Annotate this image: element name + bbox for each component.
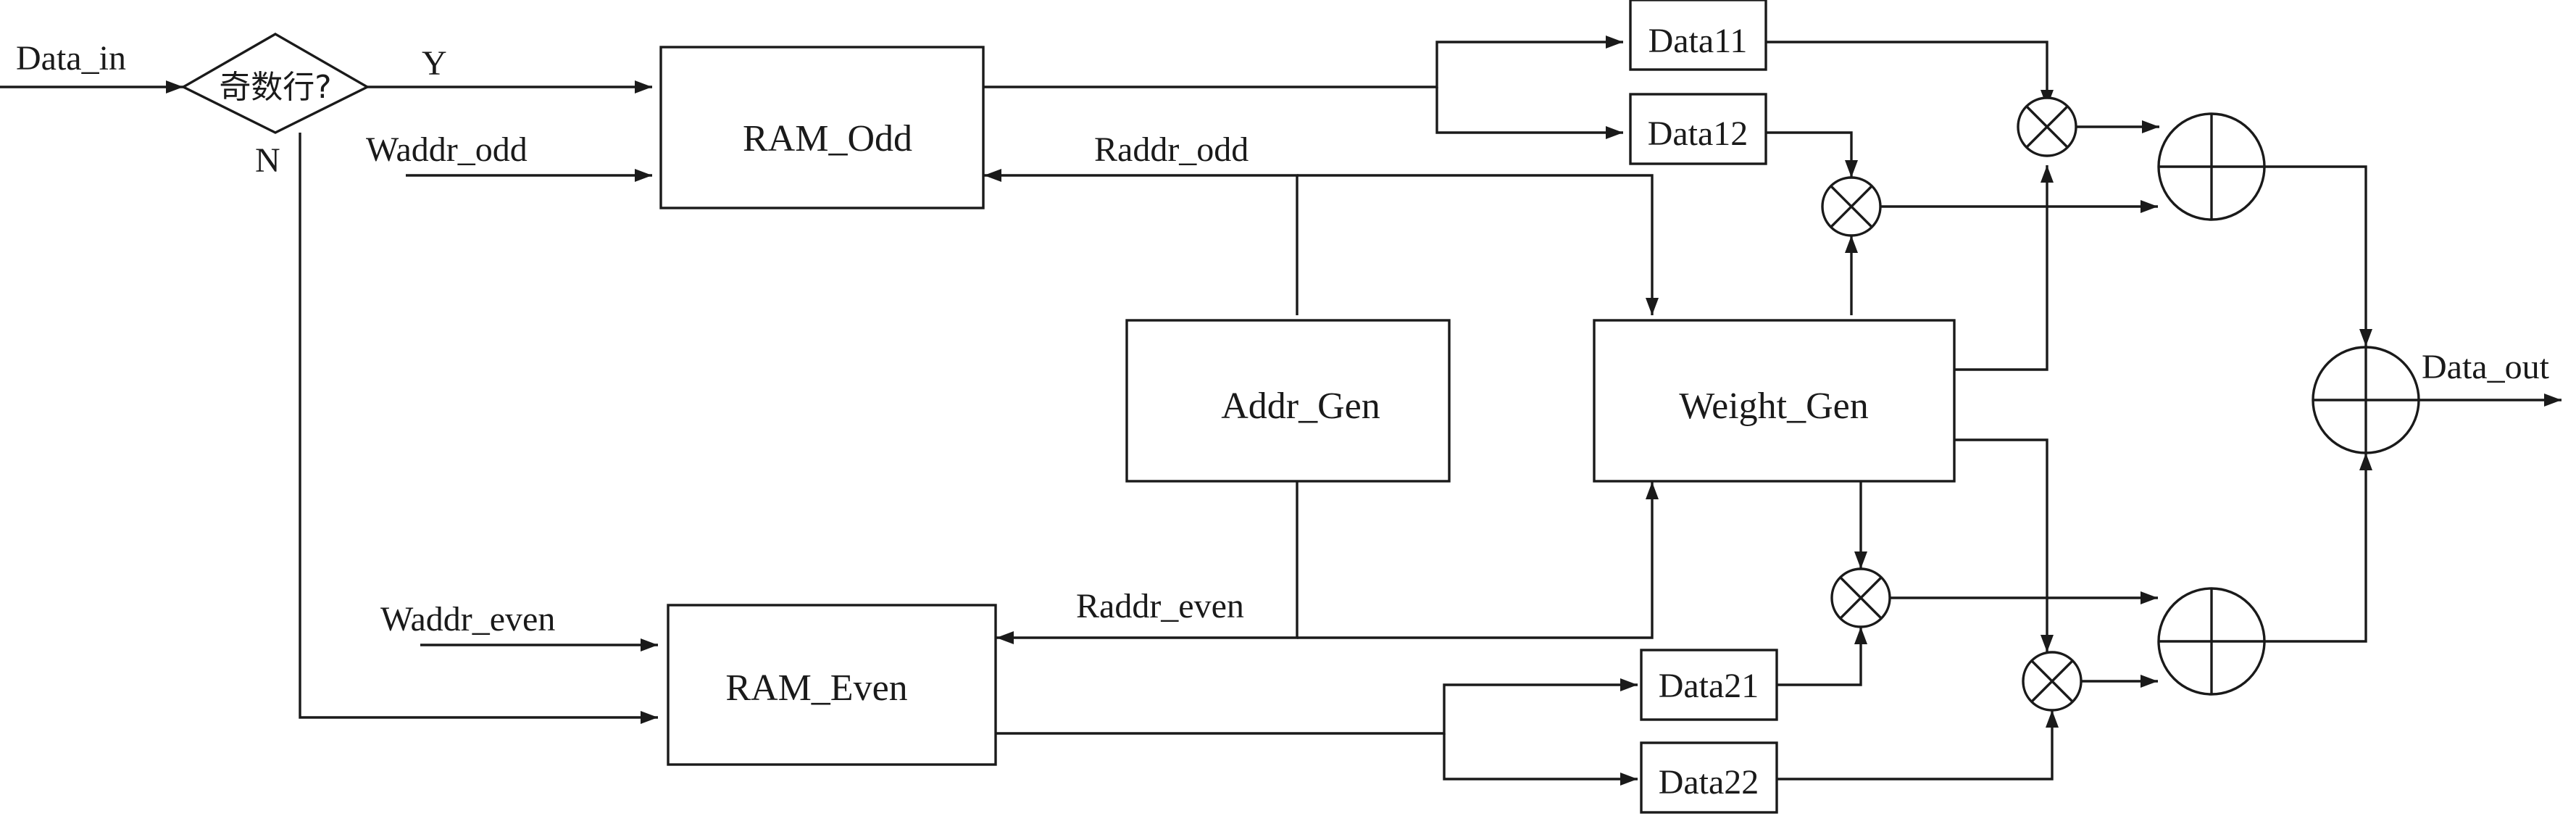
wire-ram-even-data22	[1443, 733, 1638, 780]
data22-label: Data22	[1659, 763, 1759, 802]
data21-box	[1640, 649, 1778, 721]
arrow-mult4-add2	[2141, 675, 2158, 688]
data22-register: Data22	[1640, 741, 1778, 814]
arrow-data22-mult	[2046, 710, 2059, 728]
adder-1	[2157, 112, 2266, 221]
arrow-into-data12	[1606, 126, 1623, 139]
wire-add2-final	[2264, 453, 2367, 643]
decision-text: 奇数行?	[219, 69, 331, 106]
arrow-mult2-add1	[2141, 200, 2158, 213]
waddr-even-label: Waddr_even	[380, 600, 555, 638]
wire-data11-mult	[1766, 41, 2048, 107]
wire-ram-odd-data12	[1435, 87, 1623, 134]
arrow-waddr-odd	[635, 169, 652, 182]
raddr-even-label: Raddr_even	[1076, 587, 1244, 625]
arrow-add1-final	[2359, 329, 2372, 346]
adder-2	[2157, 587, 2266, 696]
addr-gen-box	[1125, 319, 1451, 483]
arrow-add2-final	[2359, 453, 2372, 470]
ram-even-box	[667, 604, 997, 766]
data-out-label: Data_out	[2422, 348, 2550, 386]
weight-gen-box	[1593, 319, 1956, 483]
arrow-weight-mult1	[2041, 165, 2054, 183]
data12-register: Data12	[1629, 93, 1767, 165]
data21-register: Data21	[1640, 649, 1778, 721]
arrow-raddr-even	[996, 631, 1014, 644]
wire-add1-final	[2264, 165, 2367, 346]
arrow-data21-mult	[1854, 627, 1867, 644]
arrow-weight-mult2	[1845, 236, 1858, 253]
ram-odd-box	[659, 46, 985, 209]
adder-final	[2312, 346, 2420, 454]
arrow-into-decision	[166, 80, 183, 93]
arrow-mult1-add1	[2142, 120, 2159, 133]
wires	[0, 41, 2562, 780]
decision-diamond	[180, 33, 370, 134]
wire-raddr-odd-weight	[1297, 174, 1654, 315]
arrow-raddr-even-weight	[1646, 482, 1659, 499]
odd-row-decision: 奇数行? Y N	[180, 33, 447, 180]
wire-ram-even-out	[996, 683, 1638, 735]
arrow-into-data22	[1620, 773, 1638, 786]
raddr-odd-label: Raddr_odd	[1094, 130, 1249, 169]
wire-data22-mult	[1777, 710, 2054, 780]
decision-yes-label: Y	[422, 44, 447, 83]
wire-raddr-odd	[984, 174, 1299, 315]
multiplier-1	[2017, 96, 2077, 157]
waddr-odd-label: Waddr_odd	[366, 130, 528, 169]
arrow-raddr-odd-weight	[1646, 298, 1659, 315]
wire-weight-mult4	[1955, 438, 2048, 652]
data21-label: Data21	[1659, 667, 1759, 705]
decision-no-label: N	[255, 141, 280, 180]
multiplier-3	[1830, 567, 1891, 628]
data12-label: Data12	[1648, 115, 1748, 153]
data12-box	[1629, 93, 1767, 165]
arrow-into-ram-even	[641, 711, 658, 724]
arrow-data-out	[2544, 394, 2562, 407]
addr-gen-label: Addr_Gen	[1221, 386, 1380, 427]
ram-odd-label: RAM_Odd	[743, 118, 912, 159]
data-in-label: Data_in	[16, 39, 126, 78]
wire-data21-mult	[1777, 627, 1862, 686]
ram-even-label: RAM_Even	[725, 667, 907, 709]
wire-no-ram-even	[299, 133, 658, 719]
arrow-mult3-add2	[2141, 591, 2158, 604]
arrow-weight-mult3	[1854, 551, 1867, 569]
ram-odd-block: RAM_Odd	[659, 46, 985, 209]
arrow-into-data11	[1606, 36, 1623, 49]
arrow-waddr-even	[641, 638, 658, 651]
data11-label: Data11	[1648, 22, 1748, 60]
wire-raddr-even-weight	[1297, 482, 1654, 639]
weight-gen-block: Weight_Gen	[1593, 319, 1956, 483]
data11-box	[1629, 0, 1767, 71]
weight-gen-label: Weight_Gen	[1679, 386, 1869, 427]
multiplier-2	[1821, 176, 1882, 237]
arrow-data12-mult	[1845, 160, 1858, 178]
wire-data12-mult	[1766, 131, 1853, 178]
data22-box	[1640, 741, 1778, 814]
arrow-raddr-odd	[984, 169, 1001, 182]
addr-gen-block: Addr_Gen	[1125, 319, 1451, 483]
arrow-into-data21	[1620, 678, 1638, 691]
ram-even-block: RAM_Even	[667, 604, 997, 766]
wire-weight-mult1	[1955, 165, 2048, 371]
arrowheads	[166, 36, 2562, 786]
arrow-into-ram-odd	[635, 80, 652, 93]
arrow-weight-mult4	[2041, 635, 2054, 652]
multiplier-4	[2022, 651, 2083, 712]
wire-ram-odd-out	[984, 41, 1623, 88]
data11-register: Data11	[1629, 0, 1767, 71]
